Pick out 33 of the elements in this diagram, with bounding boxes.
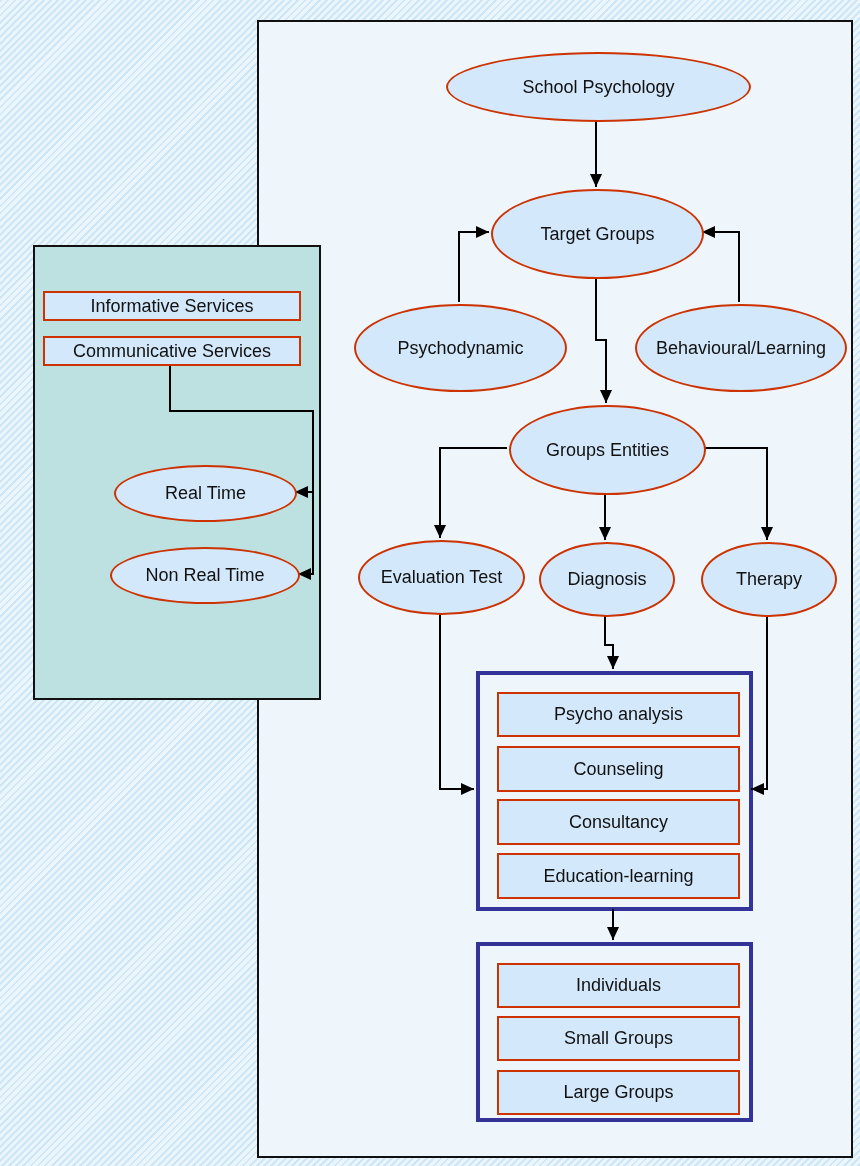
process-box: Individuals	[497, 963, 740, 1008]
ellipse-node: Therapy	[701, 542, 837, 617]
ellipse-node: School Psychology	[446, 52, 751, 122]
ellipse-node: Psychodynamic	[354, 304, 567, 392]
arrow	[439, 612, 475, 795]
arrow	[750, 614, 768, 795]
ellipse-node: Target Groups	[491, 189, 704, 279]
process-box: Counseling	[497, 746, 740, 792]
ellipse-node: Real Time	[114, 465, 297, 522]
arrow	[458, 226, 490, 303]
ellipse-node: Behavioural/Learning	[635, 304, 847, 392]
arrow	[599, 492, 611, 541]
panel-background	[33, 245, 321, 700]
process-box: Communicative Services	[43, 336, 301, 366]
process-box: Psycho analysis	[497, 692, 740, 737]
arrow	[434, 447, 508, 539]
arrow	[590, 119, 602, 188]
ellipse-node: Groups Entities	[509, 405, 706, 495]
process-box: Small Groups	[497, 1016, 740, 1061]
arrow	[703, 447, 773, 541]
process-box: Large Groups	[497, 1070, 740, 1115]
arrow	[595, 276, 612, 404]
process-box: Consultancy	[497, 799, 740, 845]
ellipse-node: Diagnosis	[539, 542, 675, 617]
group-frame	[476, 942, 753, 1122]
ellipse-node: Non Real Time	[110, 547, 300, 604]
group-frame	[476, 671, 753, 911]
arrow	[701, 226, 740, 303]
arrow	[607, 908, 619, 941]
ellipse-node: Evaluation Test	[358, 540, 525, 615]
arrow	[604, 614, 619, 670]
process-box: Informative Services	[43, 291, 301, 321]
process-box: Education-learning	[497, 853, 740, 899]
